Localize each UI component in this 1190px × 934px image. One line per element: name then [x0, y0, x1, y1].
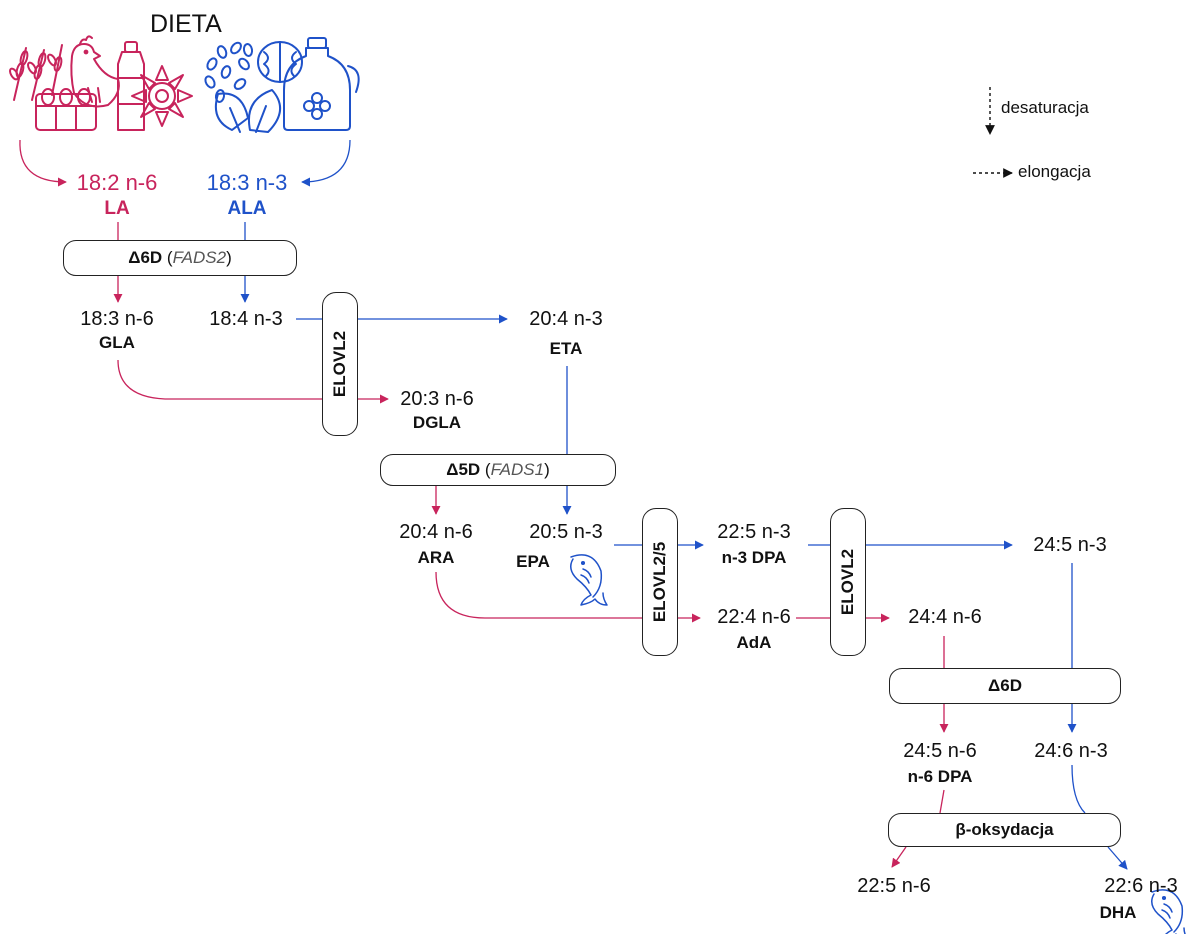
dpa3-formula: 22:5 n-3 — [717, 521, 790, 543]
d6d-enzyme: Δ6D — [889, 668, 1121, 704]
dha-formula: 22:6 n-3 — [1104, 875, 1177, 897]
epa-formula: 20:5 n-3 — [529, 521, 602, 543]
tha3-line — [1072, 765, 1085, 813]
gla-formula: 18:3 n-6 — [80, 308, 153, 330]
dha-abbr: DHA — [1100, 903, 1137, 923]
sunflower-icon — [132, 66, 192, 126]
ala-formula: 18:3 n-3 — [207, 172, 288, 194]
legend-elongation-label: elongacja — [1018, 162, 1091, 182]
tha3-formula: 24:6 n-3 — [1034, 740, 1107, 762]
beta-oxidation-enzyme: β-oksydacja — [888, 813, 1121, 847]
d5d-fads1-enzyme: Δ5D (FADS1) — [380, 454, 616, 486]
n3-diet-sources-icon — [204, 38, 359, 132]
la-formula: 18:2 n-6 — [77, 172, 158, 194]
eta-formula: 20:4 n-3 — [529, 308, 602, 330]
d6d-fads2-enzyme: Δ6D (FADS2) — [63, 240, 297, 276]
legend-desaturation-label: desaturacja — [1001, 98, 1089, 118]
gla-abbr: GLA — [99, 333, 135, 353]
ara-formula: 20:4 n-6 — [399, 521, 472, 543]
tpa3-formula: 24:5 n-3 — [1033, 534, 1106, 556]
fish-icon — [571, 555, 607, 605]
betaox-to-dha-arrow — [1108, 847, 1127, 869]
tpa6-abbr: n-6 DPA — [908, 767, 973, 787]
sda-formula: 18:4 n-3 — [209, 308, 282, 330]
leafy-greens-icon — [216, 90, 280, 132]
betaox-to-dpa6-arrow — [892, 847, 906, 867]
dgla-abbr: DGLA — [413, 413, 461, 433]
elovl2-enzyme: ELOVL2 — [322, 292, 358, 436]
dgla-formula: 20:3 n-6 — [400, 388, 473, 410]
diet-to-ala-arrow — [302, 140, 350, 182]
eta-abbr: ETA — [550, 339, 583, 359]
tta6-formula: 24:4 n-6 — [908, 606, 981, 628]
elovl2-5-enzyme: ELOVL2/5 — [642, 508, 678, 656]
n6-diet-sources-icon — [8, 36, 192, 130]
diet-title: DIETA — [150, 10, 222, 39]
dpa6-formula: 22:5 n-6 — [857, 875, 930, 897]
tpa6-formula: 24:5 n-6 — [903, 740, 976, 762]
egg-carton-icon — [36, 89, 96, 130]
elovl2-enzyme: ELOVL2 — [830, 508, 866, 656]
dpa3-abbr: n-3 DPA — [722, 548, 787, 568]
la-abbr: LA — [104, 199, 129, 219]
wheat-icon — [8, 45, 62, 100]
epa-abbr: EPA — [516, 552, 550, 572]
diet-to-la-arrow — [20, 140, 66, 182]
ara-abbr: ARA — [418, 548, 455, 568]
ala-abbr: ALA — [227, 199, 266, 219]
ada-formula: 22:4 n-6 — [717, 606, 790, 628]
tpa6-line — [940, 790, 944, 813]
ada-abbr: AdA — [737, 633, 772, 653]
